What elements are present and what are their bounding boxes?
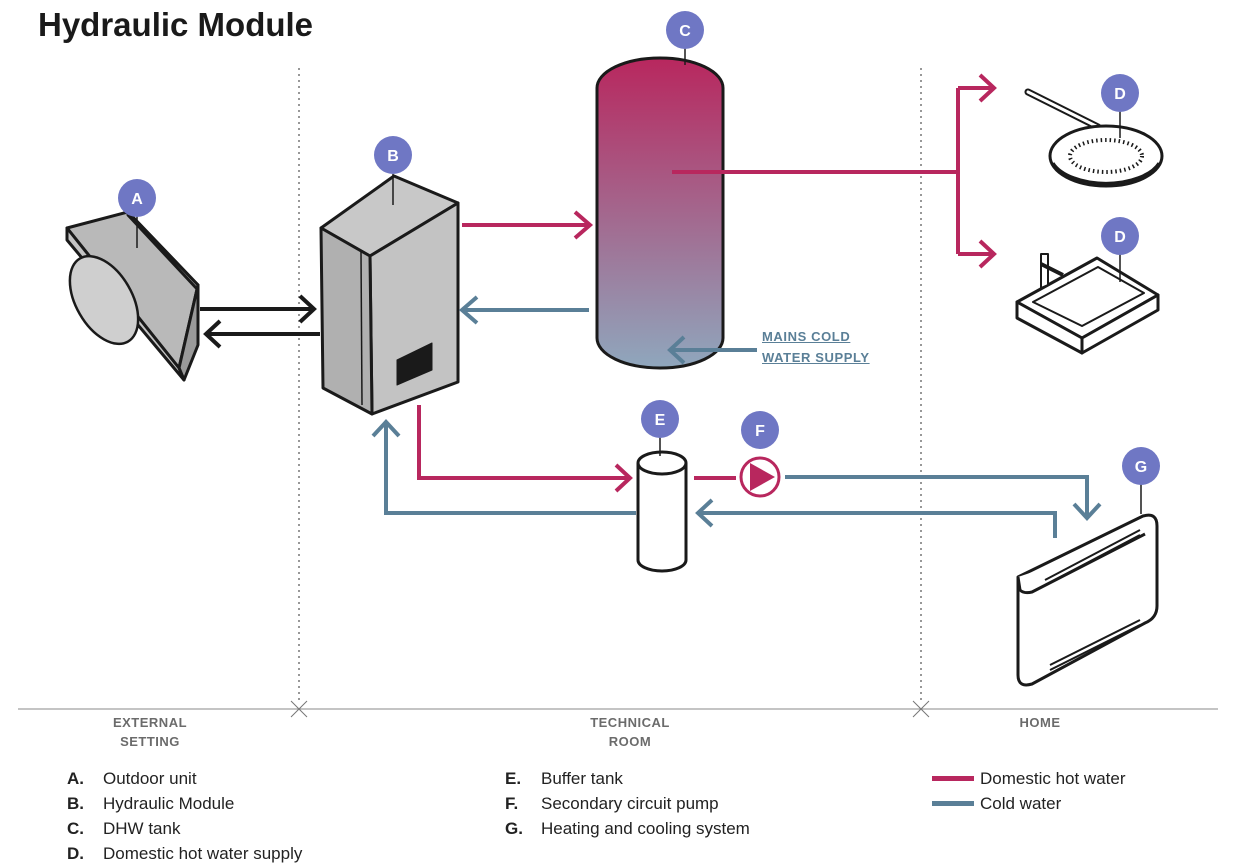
svg-text:C: C	[679, 23, 691, 40]
page-title: Hydraulic Module	[38, 6, 314, 43]
legend-item-f: F.Secondary circuit pump	[505, 794, 719, 813]
circulation-pump	[739, 456, 781, 498]
cold-water-pipes	[371, 295, 1102, 538]
cold-water-swatch	[932, 801, 974, 806]
badge-b: B	[374, 136, 412, 174]
refrigerant-arrows	[200, 294, 320, 349]
badge-e: E	[641, 400, 679, 438]
legend-column-1: A.Outdoor unit B.Hydraulic Module C.DHW …	[67, 766, 302, 866]
badge-d-shower: D	[1101, 74, 1139, 112]
legend-item-e: E.Buffer tank	[505, 769, 623, 788]
sink-basin	[1015, 253, 1160, 355]
fan-coil-unit	[1016, 513, 1159, 687]
zone-external: EXTERNAL SETTING	[85, 713, 215, 751]
badge-a: A	[118, 179, 156, 217]
key-hot-water: Domestic hot water	[932, 766, 1126, 791]
shower-head	[1024, 88, 1164, 188]
legend-item-d: D.Domestic hot water supply	[67, 844, 303, 863]
mains-line-2: WATER SUPPLY	[762, 350, 870, 365]
legend-item-b: B.Hydraulic Module	[67, 794, 235, 813]
zone-external-line-1: EXTERNAL	[112, 715, 188, 730]
badge-c: C	[666, 11, 704, 49]
legend-item-g: G.Heating and cooling system	[505, 819, 750, 838]
pipe-key: Domestic hot water Cold water	[932, 766, 1126, 816]
key-cold-water: Cold water	[932, 791, 1126, 816]
mains-line-1: MAINS COLD	[762, 329, 851, 344]
legend-column-2: E.Buffer tank F.Secondary circuit pump G…	[505, 766, 750, 841]
legend-item-c: C.DHW tank	[67, 819, 181, 838]
dhw-tank	[595, 56, 725, 370]
hydraulic-module	[319, 174, 460, 416]
hot-water-swatch	[932, 776, 974, 781]
buffer-tank	[636, 450, 688, 573]
zone-external-line-2: SETTING	[120, 734, 180, 749]
zone-technical-line-2: ROOM	[608, 734, 652, 749]
zone-technical: TECHNICAL ROOM	[560, 713, 700, 751]
badge-f: F	[741, 411, 779, 449]
zone-technical-line-1: TECHNICAL	[590, 715, 670, 730]
zone-dividers	[18, 68, 1218, 718]
hot-water-pipes	[417, 73, 997, 493]
zone-home-line-1: HOME	[1019, 715, 1061, 730]
mains-cold-water-label: MAINS COLD WATER SUPPLY	[762, 326, 870, 368]
badge-leaders	[136, 48, 1142, 514]
outdoor-unit	[65, 210, 200, 382]
svg-text:E: E	[655, 412, 666, 429]
legend-item-a: A.Outdoor unit	[67, 769, 197, 788]
svg-text:A: A	[131, 191, 143, 208]
svg-text:G: G	[1135, 459, 1147, 476]
zone-home: HOME	[990, 713, 1090, 732]
svg-text:B: B	[387, 148, 399, 165]
svg-text:D: D	[1114, 229, 1126, 246]
svg-text:F: F	[755, 423, 765, 440]
badge-d-sink: D	[1101, 217, 1139, 255]
badge-g: G	[1122, 447, 1160, 485]
svg-text:D: D	[1114, 86, 1126, 103]
